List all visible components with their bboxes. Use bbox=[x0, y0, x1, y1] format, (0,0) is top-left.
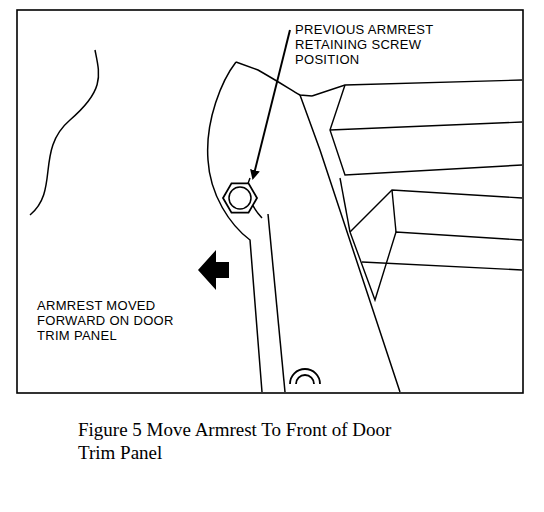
figure-caption: Figure 5 Move Armrest To Front of Door T… bbox=[78, 418, 408, 464]
figure-frame bbox=[17, 10, 523, 393]
armrest-bracket bbox=[208, 62, 400, 392]
panel-edge-curve bbox=[30, 50, 99, 215]
leader-line bbox=[253, 30, 290, 178]
armrest-move-label: ARMREST MOVED FORWARD ON DOOR TRIM PANEL bbox=[36, 298, 206, 343]
screw-hole bbox=[290, 369, 320, 384]
armrest-body bbox=[312, 80, 522, 300]
direction-arrow bbox=[198, 250, 229, 290]
screw-position-label: PREVIOUS ARMREST RETAINING SCREW POSITIO… bbox=[294, 22, 476, 67]
retaining-screw bbox=[223, 183, 257, 212]
